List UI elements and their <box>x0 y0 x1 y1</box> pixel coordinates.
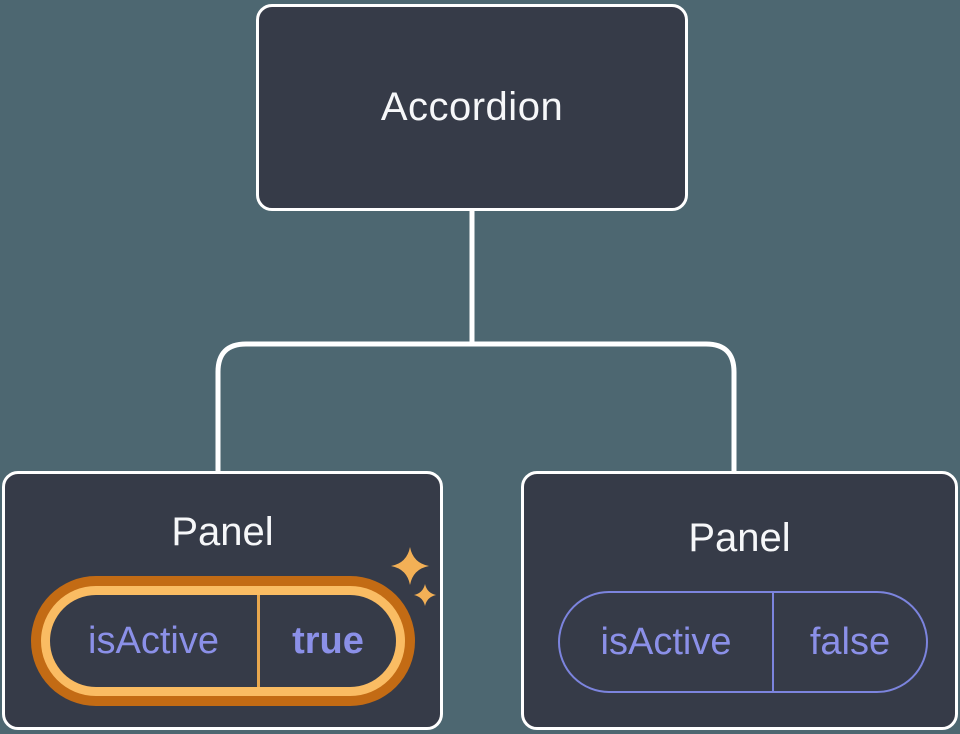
node-panel-inactive: Panel isActive false <box>521 471 958 730</box>
node-panel-inactive-label: Panel <box>688 516 791 560</box>
state-pill-highlighted: isActive true <box>31 576 415 706</box>
state-key-label: isActive <box>600 620 732 663</box>
state-value-label: true <box>292 619 364 662</box>
node-accordion: Accordion <box>256 4 688 211</box>
state-value-label: false <box>809 620 891 663</box>
state-pill-body: isActive true <box>50 595 396 687</box>
state-pill-highlight-ring: isActive true <box>41 586 405 696</box>
state-key-label: isActive <box>88 619 219 662</box>
state-pill-divider <box>257 595 260 687</box>
state-pill-divider <box>772 593 774 691</box>
node-panel-active: Panel isActive true <box>2 471 443 730</box>
state-pill-plain: isActive false <box>558 591 928 693</box>
sparkle-icon <box>391 547 436 606</box>
node-panel-active-label: Panel <box>171 510 274 554</box>
node-accordion-label: Accordion <box>380 85 564 129</box>
